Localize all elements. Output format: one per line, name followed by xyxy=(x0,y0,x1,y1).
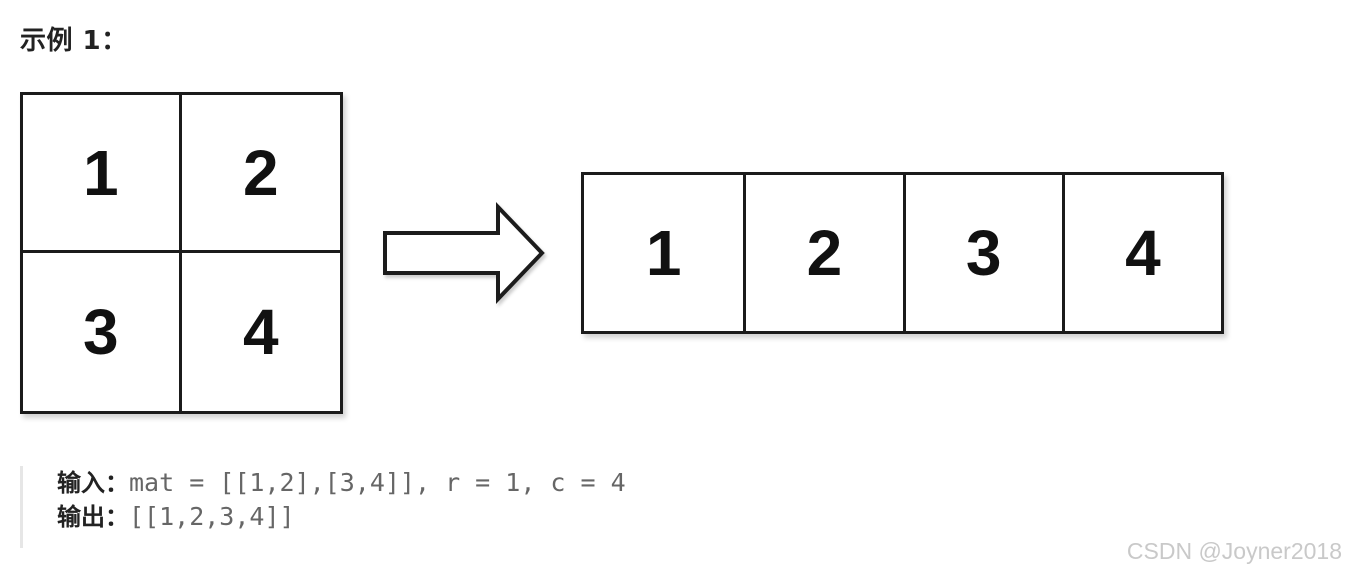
output-line: 输出：[[1,2,3,4]] xyxy=(57,500,920,534)
row-cell: 2 xyxy=(743,175,902,331)
example-code-block: 输入：mat = [[1,2],[3,4]], r = 1, c = 4 输出：… xyxy=(20,466,920,548)
output-label: 输出： xyxy=(57,503,129,531)
row-cell: 1 xyxy=(645,217,682,289)
right-arrow-icon xyxy=(383,202,545,304)
row-cell: 4 xyxy=(1061,175,1221,331)
output-row: 1 2 3 4 xyxy=(581,172,1224,334)
output-value: [[1,2,3,4]] xyxy=(129,502,295,531)
matrix-cell: 4 xyxy=(242,296,279,368)
example-heading: 示例 1： xyxy=(20,26,128,56)
matrix-cell: 2 xyxy=(181,95,340,253)
input-line: 输入：mat = [[1,2],[3,4]], r = 1, c = 4 xyxy=(57,466,920,500)
csdn-watermark: CSDN @Joyner2018 xyxy=(1126,538,1342,564)
input-matrix: 1 2 3 4 xyxy=(20,92,343,414)
matrix-cell: 3 xyxy=(23,253,182,411)
input-label: 输入： xyxy=(57,469,129,497)
matrix-cell: 1 xyxy=(23,95,182,253)
input-value: mat = [[1,2],[3,4]], r = 1, c = 4 xyxy=(129,468,626,497)
row-cell: 3 xyxy=(902,175,1062,331)
